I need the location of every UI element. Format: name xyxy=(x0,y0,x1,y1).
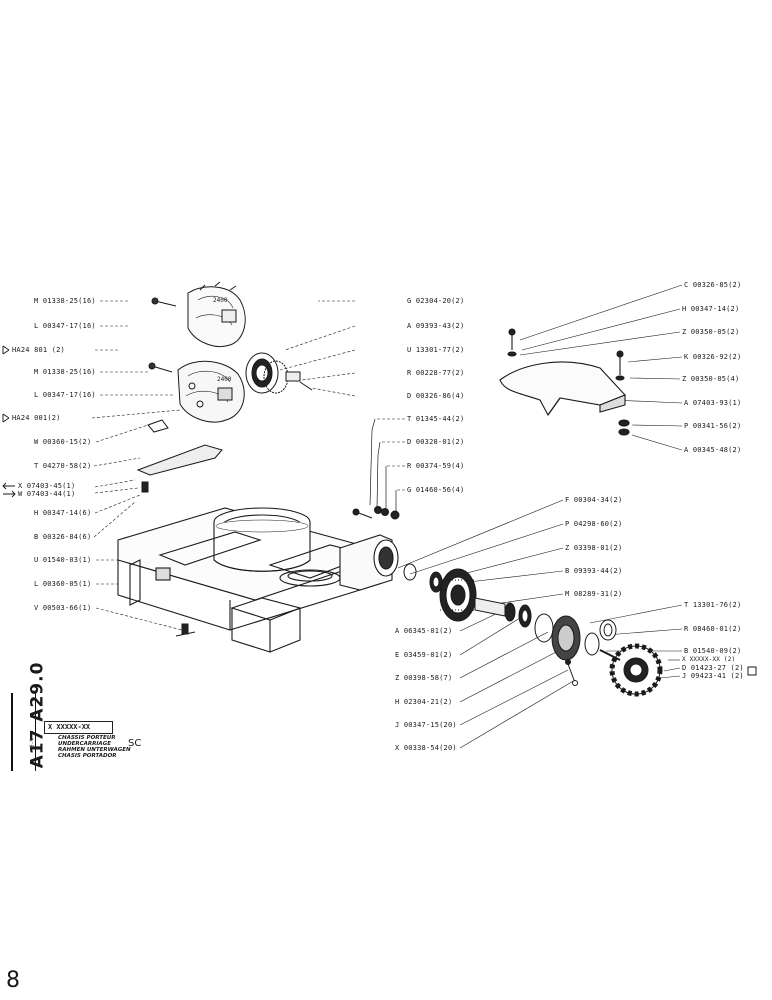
part-label: X 07403-45(1) xyxy=(18,482,76,490)
model-code: SC xyxy=(128,738,142,749)
motor-tag: 2400 xyxy=(213,297,228,304)
part-label: G 01460-56(4) xyxy=(407,486,465,494)
part-label: M 01338-25(16) xyxy=(34,368,96,376)
part-label: D 00326-86(4) xyxy=(407,392,465,400)
drive-sprocket-small xyxy=(245,352,313,394)
part-label: A 06345-01(2) xyxy=(395,627,453,635)
part-label: U 01540-03(1) xyxy=(34,556,92,564)
pins-bottom xyxy=(175,623,196,637)
part-label: H 00347-14(6) xyxy=(34,509,92,517)
caption-french: CHASSIS PORTEUR xyxy=(58,735,116,741)
part-label: V 00503-66(1) xyxy=(34,604,92,612)
part-label: A 00345-48(2) xyxy=(684,446,742,454)
part-label: D 00328-01(2) xyxy=(407,438,465,446)
part-label: HA24 001(2) xyxy=(12,414,61,422)
part-label: Z 00350-05(4) xyxy=(682,375,740,383)
part-label: H 00347-14(2) xyxy=(682,305,740,313)
leaders-center xyxy=(279,300,405,491)
part-label: B 09393-44(2) xyxy=(565,567,623,575)
bolts-left xyxy=(148,297,177,373)
part-label: H 02304-21(2) xyxy=(395,698,453,706)
sheet-code: A17 A29.0 xyxy=(27,661,48,769)
small-bolt xyxy=(141,481,149,493)
caption-english: UNDERCARRIAGE xyxy=(58,741,111,747)
page-number: 8 xyxy=(6,968,20,993)
part-label: W 00360-15(2) xyxy=(34,438,92,446)
part-label: F 00304-34(2) xyxy=(565,496,623,504)
caption-spanish: CHASIS PORTADOR xyxy=(58,753,117,759)
sheet-code-frame xyxy=(11,693,36,771)
part-label: J 09423-41 (2) xyxy=(682,672,744,680)
part-label: M 08289-31(2) xyxy=(565,590,623,598)
part-label: T 01345-44(2) xyxy=(407,415,465,423)
motor-tag: 2400 xyxy=(217,376,232,383)
drive-assembly xyxy=(403,563,757,697)
part-label: P 04298-60(2) xyxy=(565,520,623,528)
part-label: U 13301-77(2) xyxy=(407,346,465,354)
part-label: C 00326-85(2) xyxy=(684,281,742,289)
part-label: A 09393-43(2) xyxy=(407,322,465,330)
leaders-left xyxy=(91,300,183,631)
part-label: Z 00350-05(2) xyxy=(682,328,740,336)
part-label: D 01423-27 (2) xyxy=(682,664,744,672)
part-label: B 00326-84(6) xyxy=(34,533,92,541)
part-label: K 00326-92(2) xyxy=(684,353,742,361)
part-label: Z 00398-58(7) xyxy=(395,674,453,682)
sheet-small-code: 9-% xyxy=(29,738,36,748)
leaders-bottom xyxy=(459,611,576,749)
part-label: W 07403-44(1) xyxy=(18,490,76,498)
caption-german: RAHMEN UNTERWAGEN xyxy=(58,747,131,753)
part-label: B 01540-09(2) xyxy=(684,647,742,655)
center-bolts xyxy=(352,506,400,520)
pointer-arrows xyxy=(2,345,16,498)
part-label: L 00347-17(16) xyxy=(34,322,96,330)
hydraulic-motor-bottom xyxy=(177,360,245,423)
part-label: T 13301-76(2) xyxy=(684,601,742,609)
part-label: L 00347-17(16) xyxy=(34,391,96,399)
hydraulic-motor-top xyxy=(187,281,246,347)
part-label: T 04270-58(2) xyxy=(34,462,92,470)
part-label: P 00341-56(2) xyxy=(684,422,742,430)
part-label: J 00347-15(20) xyxy=(395,721,457,729)
track-cover-right xyxy=(499,328,630,436)
part-label: R 00228-77(2) xyxy=(407,369,465,377)
part-label: X 00338-54(20) xyxy=(395,744,457,752)
center-guides xyxy=(369,418,397,512)
part-label: G 02304-20(2) xyxy=(407,297,465,305)
part-label: R 08460-01(2) xyxy=(684,625,742,633)
cover-plate xyxy=(136,419,223,476)
part-label: R 00374-59(4) xyxy=(407,462,465,470)
part-label: X XXXXX-XX (2) xyxy=(682,656,736,663)
reference-box: X XXXXX-XX xyxy=(44,721,113,734)
part-label: A 07403-93(1) xyxy=(684,399,742,407)
undercarriage-frame xyxy=(117,507,399,653)
part-label: E 03459-01(2) xyxy=(395,651,453,659)
part-label: M 01338-25(16) xyxy=(34,297,96,305)
part-label: L 00360-05(1) xyxy=(34,580,92,588)
part-label: HA24 801 (2) xyxy=(12,346,65,354)
part-label: Z 03398-01(2) xyxy=(565,544,623,552)
